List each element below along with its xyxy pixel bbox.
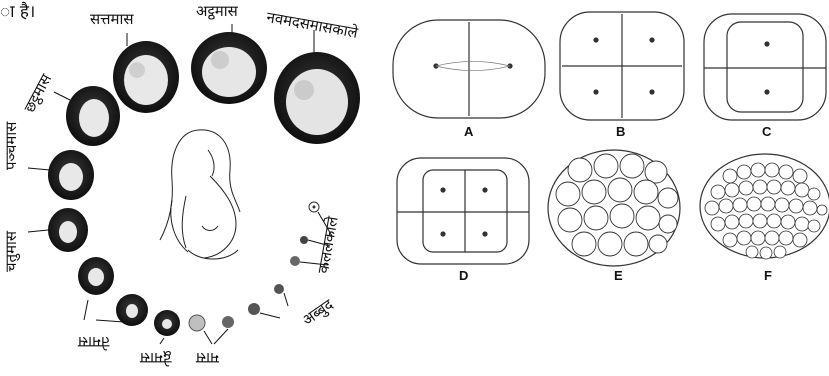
- cleavage-stage-c: [704, 14, 826, 120]
- cleavage-stage-a: [393, 20, 545, 118]
- label-stage-b: B: [616, 124, 625, 139]
- label-stage-c: C: [762, 124, 771, 139]
- label-stage-d: D: [459, 268, 468, 283]
- label-stage-f: F: [764, 268, 772, 283]
- cleavage-stage-e: [548, 150, 680, 266]
- label-stage-e: E: [614, 268, 623, 283]
- cleavage-stage-b: [560, 12, 684, 120]
- label-stage-a: A: [464, 124, 473, 139]
- cleavage-stage-f: [700, 154, 829, 259]
- cleavage-stage-d: [397, 158, 529, 264]
